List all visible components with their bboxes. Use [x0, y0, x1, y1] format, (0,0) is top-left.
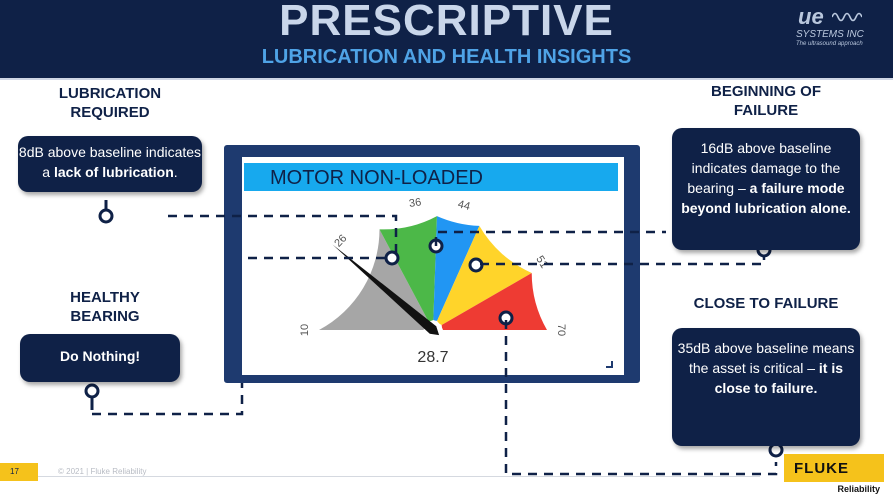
header-divider — [0, 78, 893, 80]
wave-icon — [832, 12, 862, 22]
connector-blue — [434, 230, 666, 246]
gauge-tick-label: 36 — [408, 196, 422, 210]
gauge-band-red — [441, 273, 547, 330]
gauge-tick-label: 51 — [533, 254, 550, 271]
gauge-reading: 28.7 — [417, 349, 448, 366]
gauge-tick-label: 70 — [555, 324, 567, 336]
connector-healthy — [92, 383, 244, 416]
resize-corner-icon — [606, 361, 613, 368]
copyright: © 2021 | Fluke Reliability — [58, 467, 147, 476]
page-title: PRESCRIPTIVE — [279, 0, 614, 45]
gauge-band-yellow — [437, 225, 532, 325]
bubble-failure-begin: 16dB above baseline indicates damage to … — [672, 128, 860, 250]
bubble-close-failure-bold: it is close to failure. — [714, 360, 844, 396]
ue-systems-logo: ue SYSTEMS INC The ultrasound approach — [796, 4, 876, 48]
gauge-tick-label: 26 — [332, 232, 349, 249]
header-band — [0, 0, 893, 78]
bubble-failure-begin-bold: a failure mode beyond lubrication alone. — [681, 180, 851, 216]
gauge-tick-label: 44 — [457, 198, 472, 213]
heading-healthy: HEALTHY BEARING — [70, 289, 140, 325]
gauge-needle — [332, 244, 440, 336]
heading-close-failure: CLOSE TO FAILURE — [693, 295, 839, 312]
bubble-lubrication-bold: lack of lubrication — [53, 164, 174, 180]
heading-lubrication: LUBRICATION REQUIRED — [58, 85, 162, 121]
gauge-band-blue — [433, 216, 480, 321]
bubble-lubrication-text: 8dB above baseline indicates a — [18, 144, 202, 180]
connector-failure-begin — [480, 254, 766, 266]
fluke-logo: FLUKE Reliability — [784, 454, 884, 496]
bubble-close-failure: 35dB above baseline means the asset is c… — [672, 328, 860, 446]
logo-mark: ue — [798, 4, 824, 29]
page-subtitle: LUBRICATION AND HEALTH INSIGHTS — [261, 46, 632, 68]
marker-green-icon — [384, 250, 400, 266]
gauge-band-green — [379, 216, 437, 322]
logo-tagline: The ultrasound approach — [796, 41, 863, 47]
bubble-failure-begin-text: 16dB above baseline indicates damage to … — [687, 140, 841, 196]
fluke-brand: FLUKE — [794, 460, 849, 477]
bubble-lubrication-end: . — [173, 164, 178, 180]
page-number: 17 — [0, 463, 38, 481]
bubble-close-failure-text: 35dB above baseline means the asset is c… — [677, 340, 855, 376]
logo-name: SYSTEMS INC — [796, 29, 864, 40]
bubble-healthy: Do Nothing! — [20, 334, 180, 382]
pin-healthy-icon — [84, 383, 100, 399]
heading-failure-begin: BEGINNING OF FAILURE — [710, 83, 821, 119]
gauge-tick-label: 10 — [299, 324, 311, 336]
connector-lubrication — [168, 214, 398, 256]
fluke-brand-sub: Reliability — [837, 484, 880, 494]
fluke-logo-bar — [784, 482, 884, 496]
footer-divider — [0, 476, 760, 477]
gauge-title: MOTOR NON-LOADED — [244, 163, 618, 191]
pin-lubrication-icon — [98, 208, 114, 224]
connector-close-failure — [504, 320, 778, 476]
bubble-lubrication: 8dB above baseline indicates a lack of l… — [18, 136, 202, 192]
